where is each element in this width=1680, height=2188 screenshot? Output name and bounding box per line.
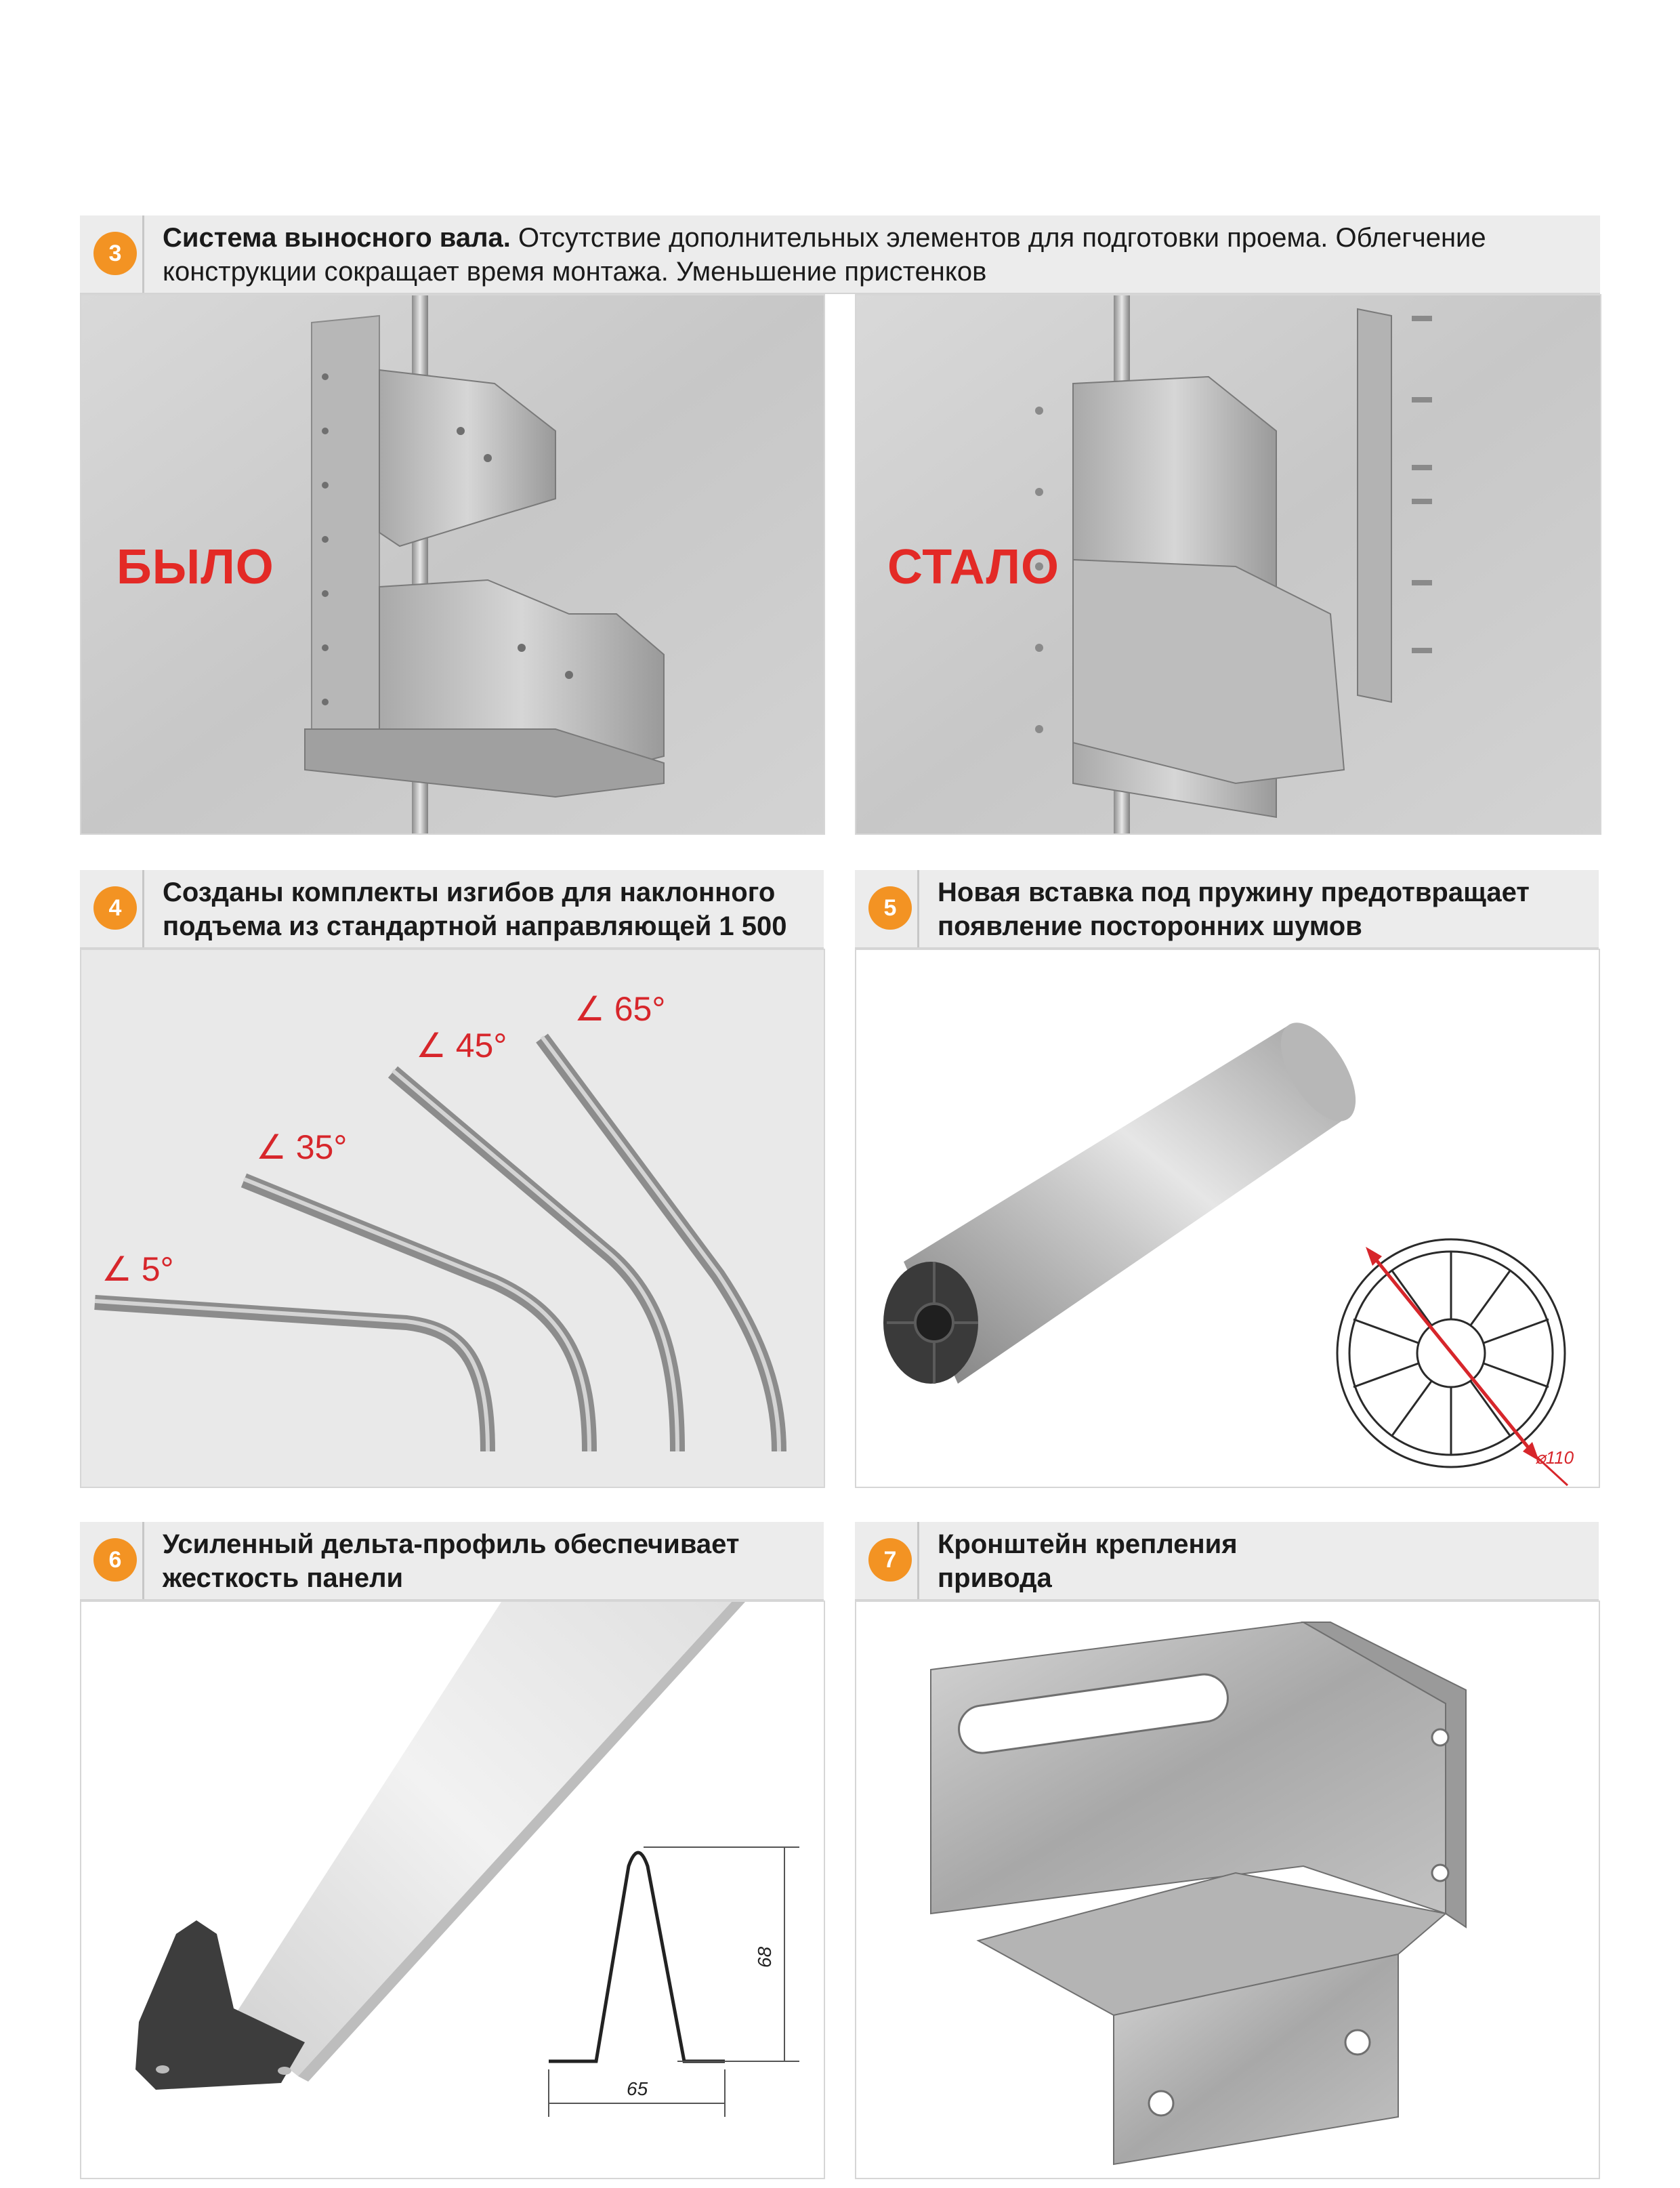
section7-title: Кронштейн крепления привода — [938, 1529, 1238, 1593]
header-divider — [142, 215, 144, 293]
section5-header: 5 Новая вставка под пружину предотвращае… — [855, 870, 1599, 949]
section6-title: Усиленный дельта-профиль обеспечивает же… — [163, 1529, 740, 1593]
header-divider — [142, 870, 144, 947]
section6-header: 6 Усиленный дельта-профиль обеспечивает … — [80, 1522, 824, 1601]
header-divider — [917, 1522, 919, 1599]
delta-profile-panel: 68 65 — [80, 1601, 825, 2179]
angle-65-label: ∠ 65° — [574, 990, 665, 1028]
angle-5-label: ∠ 5° — [102, 1250, 174, 1288]
section5-number-badge: 5 — [868, 886, 912, 930]
before-label: БЫЛО — [117, 540, 274, 594]
header-divider — [917, 870, 919, 947]
rail-bends-image: ∠ 5° ∠ 35° ∠ 45° ∠ 65° — [81, 950, 824, 1487]
section4-header: 4 Созданы комплекты изгибов для наклонно… — [80, 870, 824, 975]
delta-profile-drawing — [549, 1851, 725, 2063]
diameter-arrow — [1370, 1252, 1535, 1456]
old-shaft-bracket-image — [81, 295, 824, 833]
drive-bracket-panel — [855, 1601, 1600, 2179]
section3-header: 3 Система выносного вала. Отсутствие доп… — [80, 215, 1600, 294]
drive-bracket-image — [856, 1602, 1599, 2178]
section7-number-badge: 7 — [868, 1538, 912, 1582]
section3-number-badge: 3 — [93, 232, 137, 275]
section4-title: Созданы комплекты изгибов для наклонного… — [163, 878, 787, 975]
spring-insert-image: ⌀110 — [856, 950, 1599, 1487]
section5-title: Новая вставка под пружину предотвращает … — [938, 878, 1530, 941]
height-dimension-label: 68 — [754, 1946, 775, 1968]
after-label: СТАЛО — [887, 540, 1060, 594]
end-cap — [135, 1920, 305, 2090]
section4-number-badge: 4 — [93, 886, 137, 930]
delta-profile-image: 68 65 — [81, 1602, 824, 2178]
section6-number-badge: 6 — [93, 1538, 137, 1582]
section3-text: Отсутствие дополнительных элементов для … — [163, 223, 1486, 287]
header-divider — [142, 1522, 144, 1599]
after-image-panel: СТАЛО — [855, 294, 1601, 835]
diameter-label: ⌀110 — [1535, 1447, 1574, 1468]
section3-heading: Система выносного вала. Отсутствие допол… — [163, 221, 1585, 289]
width-dimension-label: 65 — [627, 2078, 648, 2099]
angle-45-label: ∠ 45° — [416, 1027, 507, 1065]
rail-bends-panel: ∠ 5° ∠ 35° ∠ 45° ∠ 65° — [80, 949, 825, 1488]
mounting-slot — [958, 1673, 1229, 1754]
new-shaft-bracket-image — [856, 295, 1600, 833]
before-image-panel: БЫЛО — [80, 294, 825, 835]
spring-insert-panel: ⌀110 — [855, 949, 1600, 1488]
section7-header: 7 Кронштейн крепления привода — [855, 1522, 1599, 1601]
insert-cross-section-drawing — [1336, 1238, 1566, 1468]
angle-35-label: ∠ 35° — [256, 1128, 347, 1166]
section3-title: Система выносного вала. — [163, 223, 511, 253]
